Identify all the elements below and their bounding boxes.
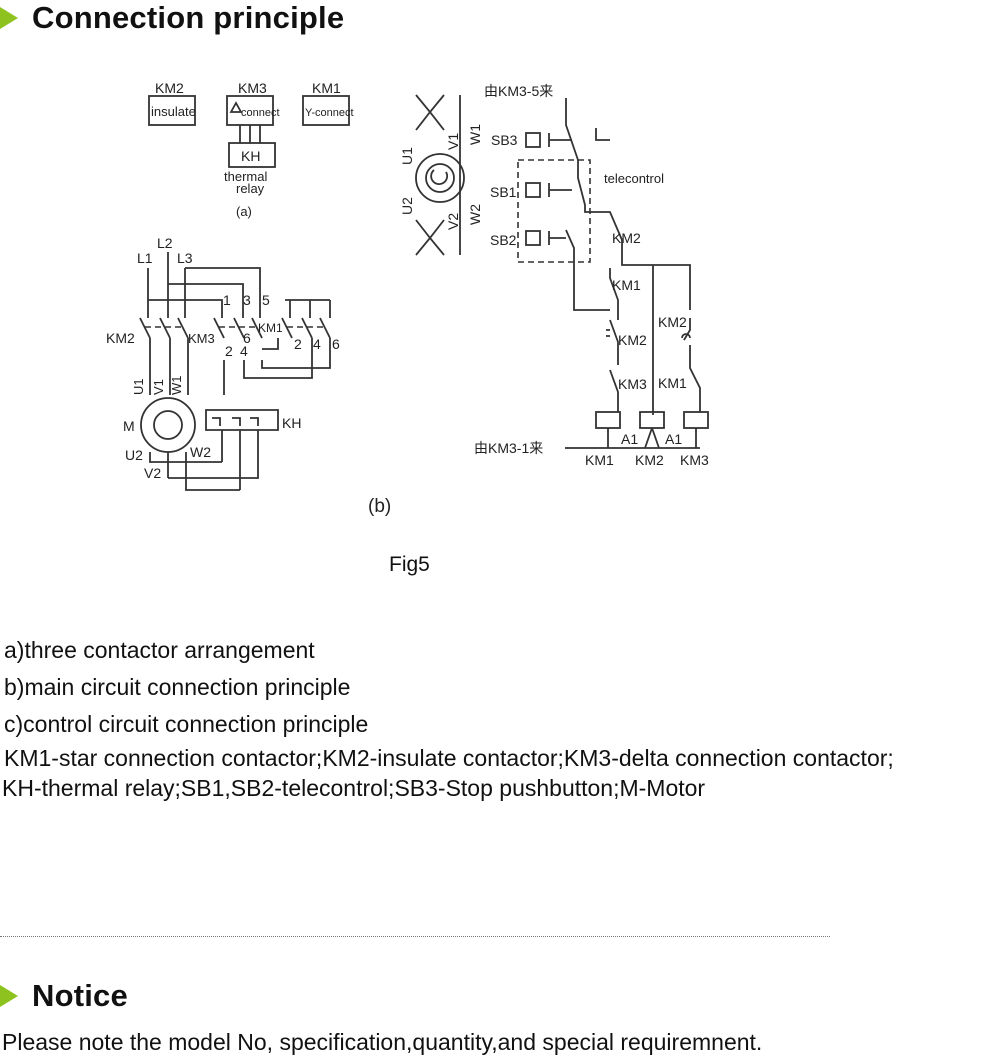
label-c-km1-top: KM1 — [612, 277, 641, 293]
label-coil-km3: KM3 — [680, 452, 709, 468]
label-a-km3: KM3 — [238, 80, 267, 96]
label-from-km3-5: 由KM3-5来 — [484, 83, 553, 99]
section-title: Connection principle — [32, 0, 345, 35]
box-insulate — [148, 95, 196, 126]
label-b-w2: W2 — [190, 444, 211, 460]
label-a-km1: KM1 — [312, 80, 341, 96]
sb2-button — [525, 230, 541, 246]
term-3: 3 — [243, 292, 251, 308]
coil-km3 — [683, 411, 709, 429]
term-4-km3: 4 — [240, 343, 248, 359]
label-c-km2-top: KM2 — [612, 230, 641, 246]
legend-item: KH-thermal relay;SB1,SB2-telecontrol;SB3… — [2, 775, 706, 801]
notice-text: Please note the model No, specification,… — [2, 1029, 763, 1055]
figure-caption: Fig5 — [389, 553, 430, 576]
delta-icon — [229, 101, 243, 113]
kh-relay-box — [205, 409, 279, 431]
label-c-km1-right: KM1 — [658, 375, 687, 391]
label-l2: L2 — [157, 235, 173, 251]
legend-item: c)control circuit connection principle — [4, 711, 369, 737]
label-coil-km1: KM1 — [585, 452, 614, 468]
label-b-km2: KM2 — [106, 330, 135, 346]
telecontrol-box — [517, 159, 591, 263]
caption-a: (a) — [236, 204, 252, 219]
label-c-km3: KM3 — [618, 376, 647, 392]
contactor-arrangement: KM2 KM3 KM1 insulate connect Y-connect K… — [148, 80, 354, 219]
notice-heading: Notice — [0, 978, 128, 1014]
main-circuit: L1 L2 L3 1 3 5 KM2 KM3 6 2 4 KM1 2 4 6 M — [106, 235, 391, 517]
winding-w2: W2 — [467, 204, 483, 225]
coil-km1 — [595, 411, 621, 429]
label-sb2: SB2 — [490, 232, 517, 248]
label-m: M — [123, 418, 135, 434]
label-coil-km2: KM2 — [635, 452, 664, 468]
label-from-km3-1: 由KM3-1来 — [474, 440, 543, 456]
winding-u1: U1 — [399, 147, 415, 165]
term-1: 1 — [223, 292, 231, 308]
label-a-km2: KM2 — [155, 80, 184, 96]
label-b-kh: KH — [282, 415, 301, 431]
coil-km2 — [639, 411, 665, 429]
dotted-divider — [0, 936, 830, 937]
winding-u2: U2 — [399, 197, 415, 215]
control-circuit: 由KM3-5来 SB3 telecontrol SB1 SB2 KM2 KM1 … — [474, 83, 709, 468]
term-2-km1: 2 — [294, 336, 302, 352]
label-a1-km2: A1 — [621, 431, 638, 447]
label-l1: L1 — [137, 250, 153, 266]
label-telecontrol: telecontrol — [604, 171, 664, 186]
label-sb1: SB1 — [490, 184, 517, 200]
sb3-button — [525, 132, 541, 148]
green-triangle-icon — [0, 7, 18, 29]
label-b-km3: KM3 — [188, 331, 215, 346]
legend: a)three contactor arrangement b)main cir… — [2, 632, 894, 803]
motor-symbol — [140, 397, 196, 453]
green-triangle-icon — [0, 985, 18, 1007]
label-b-u2: U2 — [125, 447, 143, 463]
connection-principle-heading: Connection principle — [0, 0, 344, 36]
winding-v2: V2 — [445, 213, 461, 230]
label-sb3: SB3 — [491, 132, 518, 148]
label-b-w1: W1 — [169, 376, 184, 396]
label-b-u1: U1 — [131, 378, 146, 395]
label-relay: relay — [236, 181, 265, 196]
term-6-km1: 6 — [332, 336, 340, 352]
term-5: 5 — [262, 292, 270, 308]
label-connect: connect — [241, 107, 280, 119]
wiring-diagram: KM2 KM3 KM1 insulate connect Y-connect K… — [106, 80, 709, 517]
winding-v1: V1 — [445, 133, 461, 150]
term-6-km3: 6 — [243, 330, 251, 346]
label-l3: L3 — [177, 250, 193, 266]
label-c-km2-right: KM2 — [658, 314, 687, 330]
legend-item: b)main circuit connection principle — [4, 674, 351, 700]
legend-item: a)three contactor arrangement — [4, 637, 315, 663]
label-insulate: insulate — [151, 104, 196, 119]
label-y-connect: Y-connect — [305, 107, 354, 119]
label-a1-km3: A1 — [665, 431, 682, 447]
label-b-v1: V1 — [151, 379, 166, 395]
motor-windings: U1 V1 W1 U2 V2 W2 — [399, 94, 483, 256]
caption-b: (b) — [368, 496, 391, 517]
legend-item: KM1-star connection contactor;KM2-insula… — [4, 745, 894, 771]
section-title: Notice — [32, 978, 128, 1013]
sb1-button — [525, 182, 541, 198]
term-2-km3: 2 — [225, 343, 233, 359]
term-4-km1: 4 — [313, 336, 321, 352]
winding-w1: W1 — [467, 124, 483, 145]
label-b-km1: KM1 — [258, 321, 283, 335]
box-y-connect — [302, 95, 350, 126]
label-c-km2-mid: KM2 — [618, 332, 647, 348]
label-thermal: thermal — [224, 169, 267, 184]
label-a-kh: KH — [241, 148, 260, 164]
box-kh — [228, 142, 276, 168]
label-b-v2: V2 — [144, 465, 161, 481]
